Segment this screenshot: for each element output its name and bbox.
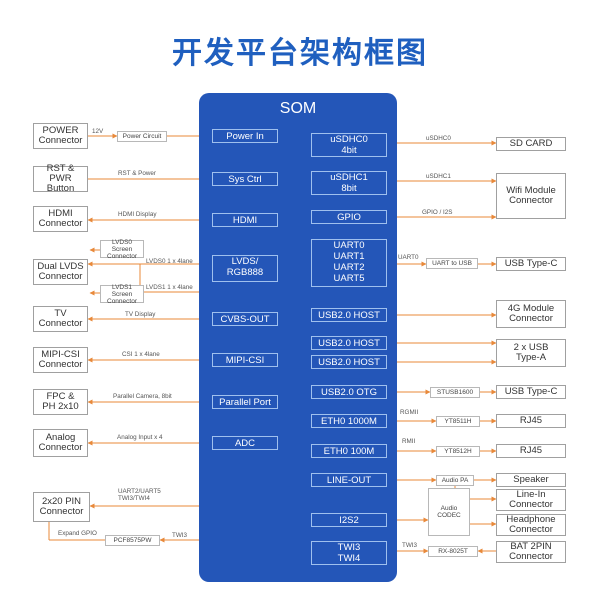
pin-hdmi: HDMI	[212, 213, 278, 227]
rx-8025t: RX-8025T	[428, 546, 478, 557]
hdmi-connector: HDMI Connector	[33, 206, 88, 232]
label-rst-power: RST & Power	[118, 170, 157, 177]
label-lvds0-lane: LVDS0 1 x 4lane	[146, 258, 193, 265]
pin-connector: 2x20 PIN Connector	[33, 492, 90, 522]
pin-eth-1000m: ETH0 1000M	[311, 414, 387, 428]
pin-twi3-twi4: TWI3 TWI4	[311, 541, 387, 565]
rj45-2: RJ45	[496, 444, 566, 458]
bat-2pin-connector: BAT 2PIN Connector	[496, 541, 566, 563]
pin-usb-host-2: USB2.0 HOST	[311, 336, 387, 350]
yt8511h: YT8511H	[436, 416, 480, 427]
pin-usb-host-3: USB2.0 HOST	[311, 355, 387, 369]
label-expand-gpio: Expand GPIO	[58, 530, 97, 537]
label-uart0: UART0	[398, 254, 419, 261]
analog-connector: Analog Connector	[33, 429, 88, 457]
audio-codec: Audio CODEC	[428, 488, 470, 536]
page-title: 开发平台架构框图	[172, 36, 428, 71]
label-csi-lane: CSI 1 x 4lane	[122, 351, 160, 358]
usb-type-c-2: USB Type-C	[496, 385, 566, 399]
lvds1-screen-connector: LVDS1 Screen Connector	[100, 284, 144, 305]
tv-connector: TV Connector	[33, 306, 88, 332]
pin-uart: UART0 UART1 UART2 UART5	[311, 239, 387, 287]
lvds0-screen-connector: LVDS0 Screen Connector	[100, 239, 144, 260]
uart-to-usb: UART to USB	[426, 258, 478, 269]
som-title: SOM	[279, 100, 317, 117]
label-twi3-left: TWI3	[172, 532, 188, 539]
label-usdhc0: uSDHC0	[426, 135, 451, 142]
label-12v: 12V	[92, 128, 104, 135]
pcf8575pw: PCF8575PW	[105, 535, 160, 546]
4g-module-connector: 4G Module Connector	[496, 300, 566, 328]
speaker: Speaker	[496, 473, 566, 487]
dual-lvds-connector: Dual LVDS Connector	[33, 259, 88, 285]
rst-pwr-button: RST & PWR Button	[33, 164, 88, 194]
label-lvds1-lane: LVDS1 1 x 4lane	[146, 284, 193, 291]
pin-gpio: GPIO	[311, 210, 387, 224]
rj45-1: RJ45	[496, 414, 566, 428]
sd-card: SD CARD	[496, 137, 566, 151]
audio-pa: Audio PA	[436, 475, 474, 486]
label-gpio-i2s: GPIO / I2S	[422, 209, 453, 216]
label-twi3-right: TWI3	[402, 542, 418, 549]
pin-usb-otg: USB2.0 OTG	[311, 385, 387, 399]
pin-power-in: Power In	[212, 129, 278, 143]
power-circuit: Power Circuit	[117, 131, 167, 142]
line-in-connector: Line-In Connector	[496, 489, 566, 511]
usb-type-c-1: USB Type-C	[496, 257, 566, 271]
pin-usdhc1: uSDHC1 8bit	[311, 171, 387, 195]
label-tv-display: TV Display	[125, 311, 156, 318]
stusb1600: STUSB1600	[430, 387, 480, 398]
fpc-ph-connector: FPC & PH 2x10	[33, 389, 88, 415]
headphone-connector: Headphone Connector	[496, 514, 566, 536]
yt8512h: YT8512H	[436, 446, 480, 457]
label-rgmii: RGMII	[400, 409, 419, 416]
label-usdhc1: uSDHC1	[426, 173, 451, 180]
pin-sys-ctrl: Sys Ctrl	[212, 172, 278, 186]
mipi-csi-connector: MIPI-CSI Connector	[33, 347, 88, 373]
usb-type-a: 2 x USB Type-A	[496, 339, 566, 367]
label-analog-input: Analog Input x 4	[117, 434, 163, 441]
pin-lvds-rgb888: LVDS/ RGB888	[212, 255, 278, 282]
pin-usdhc0: uSDHC0 4bit	[311, 133, 387, 157]
pin-line-out: LINE-OUT	[311, 473, 387, 487]
pin-parallel-port: Parallel Port	[212, 395, 278, 409]
pin-i2s2: I2S2	[311, 513, 387, 527]
label-rmii: RMII	[402, 438, 416, 445]
pin-eth-100m: ETH0 100M	[311, 444, 387, 458]
power-connector: POWER Connector	[33, 123, 88, 149]
label-hdmi-display: HDMI Display	[118, 211, 157, 218]
pin-adc: ADC	[212, 436, 278, 450]
wifi-module-connector: Wifi Module Connector	[496, 173, 566, 219]
pin-cvbs-out: CVBS-OUT	[212, 312, 278, 326]
pin-mipi-csi: MIPI-CSI	[212, 353, 278, 367]
pin-usb-host-1: USB2.0 HOST	[311, 308, 387, 322]
label-parallel-camera: Parallel Camera, 8bit	[113, 393, 172, 400]
label-uart2-twi: UART2/UART5 TWI3/TWI4	[118, 488, 161, 502]
